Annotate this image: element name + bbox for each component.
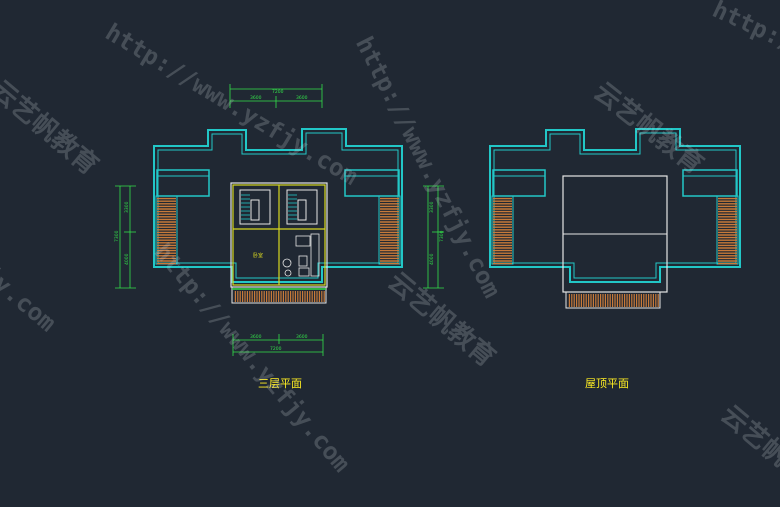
plan2-left-hatch-lines	[493, 197, 512, 265]
plan1-dim-bottom-right: 3600	[296, 334, 308, 340]
plan1-dim-left-lower: 4000	[124, 253, 130, 265]
third-floor-plan: 卧室 7200 3600 3600 3600 3600 7200	[114, 84, 403, 356]
plan1-dim-bottom-left: 3600	[250, 334, 262, 340]
plan1-dim-top-right: 3600	[296, 95, 308, 101]
plan1-dims-bottom	[232, 334, 324, 356]
plan1-balcony	[231, 286, 327, 304]
plan2-right-top-block	[682, 169, 738, 197]
plan1-left-top-block	[156, 169, 210, 197]
plan2-dim-left-total: 7300	[439, 230, 445, 242]
plan1-right-hatch-lines	[380, 197, 399, 265]
plan1-stair-left	[239, 189, 271, 225]
plan1-balcony-stripes	[234, 291, 325, 302]
plan2-dim-left-upper: 3300	[429, 201, 435, 213]
plan1-outer-wall	[153, 128, 403, 283]
plan1-stair-right	[286, 189, 318, 225]
plan1-dim-left-total: 7300	[114, 230, 120, 242]
plan2-dim-left-lower: 4000	[429, 253, 435, 265]
plan2-balcony-stripes	[568, 294, 659, 307]
plan1-dims-left	[115, 185, 136, 289]
plan2-outer-wall	[489, 128, 741, 283]
plan1-dim-bottom-total: 7200	[270, 346, 282, 352]
plan1-left-hatch-lines	[157, 197, 176, 265]
plan1-inner-wall	[157, 132, 399, 279]
roof-plan-title: 屋顶平面	[585, 377, 629, 390]
third-floor-plan-title: 三层平面	[258, 377, 302, 390]
plan1-dim-top-left: 3600	[250, 95, 262, 101]
cad-drawing-canvas: 卧室 7200 3600 3600 3600 3600 7200	[114, 84, 741, 356]
plan2-dims-left	[423, 185, 444, 289]
plan2-inner-wall	[493, 132, 737, 279]
plan2-balcony	[565, 291, 661, 309]
plan2-right-hatch-lines	[718, 197, 737, 265]
plan2-left-top-block	[492, 169, 546, 197]
plan1-room-label: 卧室	[253, 252, 263, 259]
plan1-dim-top-total: 7200	[272, 89, 284, 95]
plan1-dims-top	[229, 84, 323, 108]
plan1-dim-left-upper: 3300	[124, 201, 130, 213]
plan1-fixtures	[282, 233, 320, 277]
roof-plan: 7300 3300 4000	[423, 128, 741, 309]
plan1-right-top-block	[344, 169, 400, 197]
